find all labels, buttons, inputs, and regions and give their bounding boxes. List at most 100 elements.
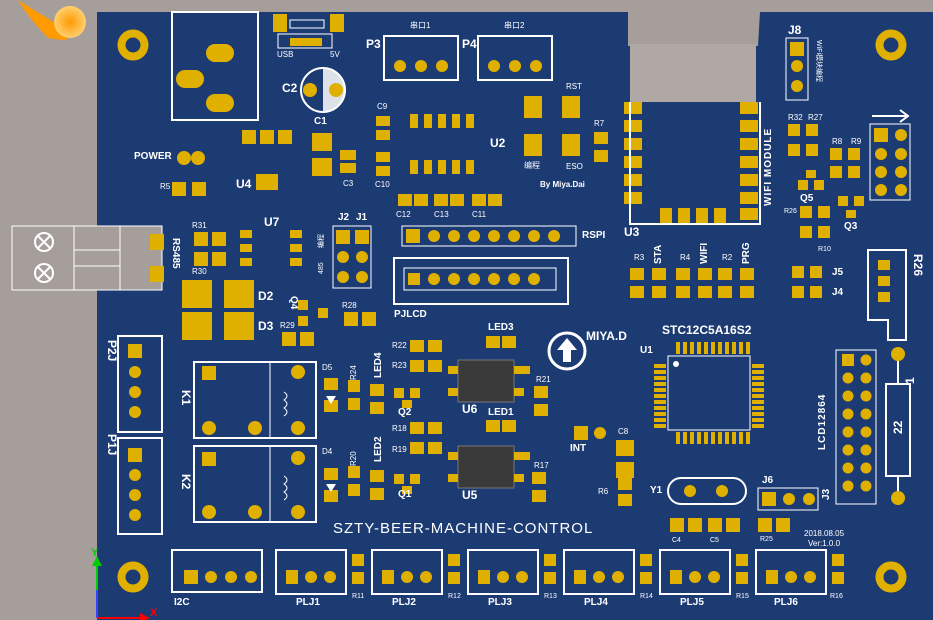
mcu-pin bbox=[654, 394, 666, 398]
label-u1: U1 bbox=[640, 345, 653, 356]
plj-resistor-pad bbox=[448, 572, 460, 584]
lcd-header bbox=[835, 349, 877, 505]
label-wifi: WIFI bbox=[699, 242, 710, 264]
label-c9: C9 bbox=[377, 102, 388, 111]
plj-pin bbox=[689, 571, 701, 583]
label-r25: R25 bbox=[760, 536, 773, 543]
pcb-outline bbox=[97, 12, 933, 620]
lcd-pin bbox=[860, 372, 872, 384]
mcu-pin bbox=[739, 342, 743, 354]
status-led-pads bbox=[630, 268, 754, 298]
label-u2: U2 bbox=[490, 136, 506, 150]
label-r21: R21 bbox=[536, 375, 551, 384]
label-j5: J5 bbox=[832, 267, 844, 278]
label-k2: K2 bbox=[179, 474, 193, 490]
label-r24: R24 bbox=[349, 365, 358, 380]
label-r2: R2 bbox=[722, 253, 733, 262]
label-r8: R8 bbox=[832, 137, 843, 146]
label-u4: U4 bbox=[236, 177, 252, 191]
label-serial2: 串口2 bbox=[504, 21, 525, 30]
plj-pin bbox=[766, 570, 778, 584]
mcu-pin bbox=[752, 370, 764, 374]
plj-pin bbox=[497, 571, 509, 583]
label-r30: R30 bbox=[192, 267, 207, 276]
prog-header bbox=[869, 109, 911, 201]
label-rst: RST bbox=[566, 82, 582, 91]
mcu-pin bbox=[752, 406, 764, 410]
plj-resistor-pad bbox=[544, 554, 556, 566]
plj-resistor-pad bbox=[640, 572, 652, 584]
label-eso: ESO bbox=[566, 162, 583, 171]
relays bbox=[193, 361, 317, 523]
label-d3: D3 bbox=[258, 319, 274, 333]
plj-pin bbox=[612, 571, 624, 583]
label-r22-side: 22 bbox=[891, 420, 905, 434]
label-plj3: PLJ3 bbox=[488, 597, 512, 608]
plj-pin bbox=[785, 571, 797, 583]
label-r14: R14 bbox=[640, 593, 653, 600]
wifi-module-outline bbox=[629, 102, 761, 225]
mcu-pin bbox=[732, 432, 736, 444]
mcu-pin bbox=[752, 376, 764, 380]
label-plj2: PLJ2 bbox=[392, 597, 416, 608]
mcu-pin bbox=[746, 342, 750, 354]
label-c11: C11 bbox=[472, 210, 487, 219]
label-r31: R31 bbox=[192, 221, 207, 230]
mcu-u1 bbox=[667, 355, 751, 431]
plj-resistor-pad bbox=[736, 554, 748, 566]
lcd-pin bbox=[860, 462, 872, 474]
mcu-pin bbox=[683, 342, 687, 354]
mcu-pin bbox=[654, 388, 666, 392]
rs485-terminal bbox=[11, 225, 164, 291]
led-symbols bbox=[326, 396, 336, 492]
label-p4: P4 bbox=[462, 37, 477, 51]
optocouplers bbox=[448, 359, 524, 489]
mcu-pin bbox=[718, 342, 722, 354]
plj-pin bbox=[593, 571, 605, 583]
label-c4: C4 bbox=[672, 537, 681, 544]
label-r5: R5 bbox=[160, 182, 171, 191]
plj-pin bbox=[516, 571, 528, 583]
right-small-pads bbox=[788, 124, 864, 298]
plj-pin bbox=[401, 571, 413, 583]
label-usb: USB bbox=[277, 50, 294, 59]
label-u5: U5 bbox=[462, 488, 478, 502]
label-r9: R9 bbox=[851, 137, 862, 146]
mcu-pin bbox=[752, 424, 764, 428]
mcu-pin bbox=[654, 418, 666, 422]
mcu-pin bbox=[683, 432, 687, 444]
miya-logo-icon bbox=[547, 331, 587, 371]
mcu-pin bbox=[690, 342, 694, 354]
lcd-pin bbox=[842, 408, 854, 420]
lcd-pin bbox=[860, 354, 872, 366]
label-r27: R27 bbox=[808, 113, 823, 122]
mcu-pin bbox=[752, 412, 764, 416]
label-prog-small: 编程 bbox=[318, 234, 325, 248]
label-r16: R16 bbox=[830, 593, 843, 600]
label-plj6: PLJ6 bbox=[774, 597, 798, 608]
plj-pin bbox=[324, 571, 336, 583]
mcu-pin bbox=[725, 432, 729, 444]
label-serial1: 串口1 bbox=[410, 21, 431, 30]
plj-pin bbox=[804, 571, 816, 583]
label-prg: PRG bbox=[741, 242, 752, 264]
mcu-pin bbox=[654, 370, 666, 374]
mcu-pin bbox=[654, 382, 666, 386]
lcd-pin bbox=[842, 354, 854, 366]
label-r29: R29 bbox=[280, 321, 295, 330]
label-q3: Q3 bbox=[844, 221, 858, 232]
plj-pin bbox=[708, 571, 720, 583]
bottom-connectors bbox=[171, 549, 263, 593]
label-led2: LED2 bbox=[373, 436, 384, 462]
label-sta: STA bbox=[653, 244, 664, 264]
label-r13: R13 bbox=[544, 593, 557, 600]
label-k1: K1 bbox=[179, 390, 193, 406]
axis-indicator bbox=[92, 556, 150, 620]
lcd-pin bbox=[842, 480, 854, 492]
plj-housing bbox=[563, 549, 635, 595]
jumper-headers bbox=[332, 225, 372, 289]
capacitor-c2 bbox=[300, 67, 346, 113]
plj-housing bbox=[371, 549, 443, 595]
author-text: By Miya.Dai bbox=[540, 180, 585, 189]
